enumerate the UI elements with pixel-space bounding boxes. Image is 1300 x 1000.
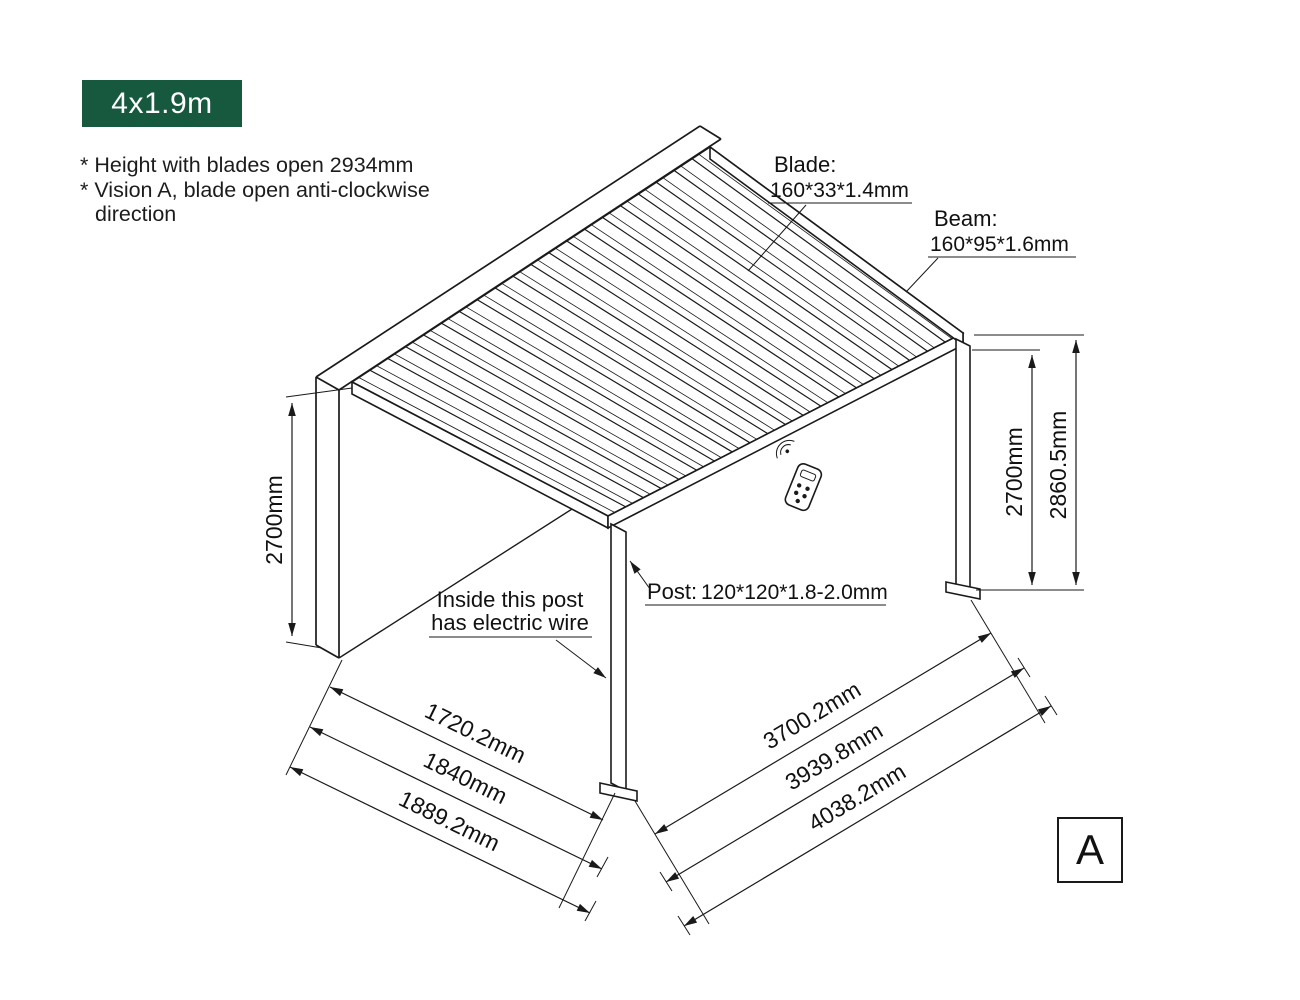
dim-wall-height: 2700mm <box>261 387 353 649</box>
post-callout: Post: 120*120*1.8-2.0mm <box>629 560 888 606</box>
note-line: direction <box>95 202 177 226</box>
size-badge-label: 4x1.9m <box>111 86 213 120</box>
roof-fascia <box>351 145 964 530</box>
dim-depth-group: 1720.2mm 1840mm 1889.2mm <box>285 659 616 922</box>
vision-a-badge: A <box>1057 817 1123 883</box>
wire-callout: Inside this post has electric wire <box>429 587 607 679</box>
signal-waves-icon <box>775 439 795 459</box>
vision-a-label: A <box>1076 826 1104 873</box>
beam-callout: Beam: 160*95*1.6mm <box>905 206 1076 293</box>
note-line: * Height with blades open 2934mm <box>80 153 414 177</box>
dim-label-post-height: 2700mm <box>1001 427 1027 516</box>
post-callout-spec: 120*120*1.8-2.0mm <box>701 581 888 604</box>
dim-total-height: 2860.5mm <box>1045 340 1080 585</box>
remote-control-icon <box>775 439 823 512</box>
right-post <box>945 337 981 600</box>
dim-label-total-height: 2860.5mm <box>1045 411 1071 520</box>
wire-callout-line1: Inside this post <box>437 587 584 612</box>
dim-width-group: 3700.2mm 3939.8mm 4038.2mm <box>634 599 1058 936</box>
wire-callout-line2: has electric wire <box>431 610 589 635</box>
notes: * Height with blades open 2934mm * Visio… <box>80 153 430 227</box>
beam-callout-spec: 160*95*1.6mm <box>930 233 1069 256</box>
dim-post-height: 2700mm <box>972 334 1084 591</box>
size-badge: 4x1.9m <box>82 80 242 127</box>
note-line: * Vision A, blade open anti-clockwise <box>80 177 430 202</box>
blade-callout-title: Blade: <box>774 152 836 177</box>
front-post <box>599 522 638 802</box>
post-base-plate <box>945 581 981 600</box>
roof-blades <box>351 146 964 517</box>
blade-callout-spec: 160*33*1.4mm <box>770 179 909 202</box>
post-callout-title: Post: <box>647 579 697 604</box>
beam-callout-title: Beam: <box>934 206 998 231</box>
louvre-roof <box>350 145 965 530</box>
blade-callout: Blade: 160*33*1.4mm <box>747 152 912 272</box>
dim-label-wall-height: 2700mm <box>261 475 287 564</box>
